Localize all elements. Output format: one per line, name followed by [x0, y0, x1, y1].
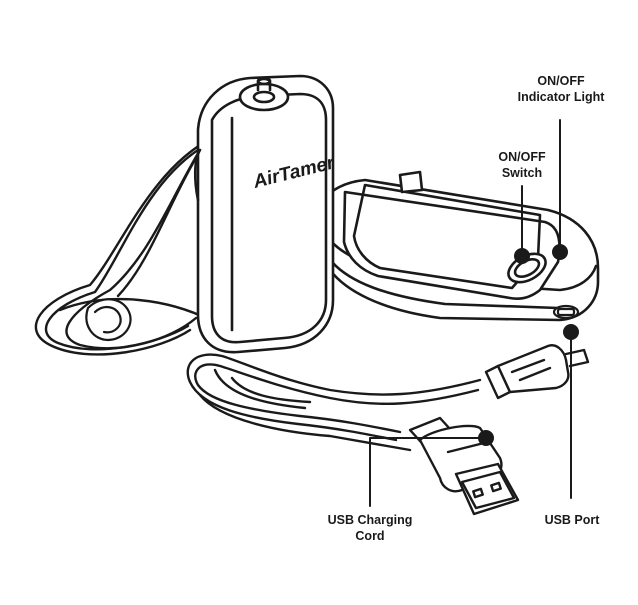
- indicator-light-label-line-1: ON/OFF: [537, 74, 585, 88]
- indicator-light-label-line-2: Indicator Light: [517, 90, 605, 104]
- usb-port-label: USB Port: [544, 513, 600, 527]
- usb-cord-label: USB Charging Cord: [318, 512, 422, 544]
- callout-lines: [369, 119, 572, 507]
- usb-cord-label-line-1: USB Charging: [327, 513, 413, 527]
- usb-cord-label-line-2: Cord: [355, 529, 385, 543]
- usb-port-socket: [552, 304, 580, 320]
- indicator-light-label: ON/OFF Indicator Light: [506, 73, 616, 105]
- switch-label-line-1: ON/OFF: [498, 150, 546, 164]
- lanyard-clip: [85, 298, 132, 342]
- usb-a-plug: [408, 416, 520, 516]
- switch-label: ON/OFF Switch: [486, 149, 558, 181]
- lanyard-cord: [34, 136, 214, 356]
- switch-label-line-2: Switch: [501, 166, 543, 180]
- airtamer-device: [193, 74, 335, 354]
- usb-cord: [186, 353, 482, 452]
- micro-usb-plug: [484, 344, 590, 400]
